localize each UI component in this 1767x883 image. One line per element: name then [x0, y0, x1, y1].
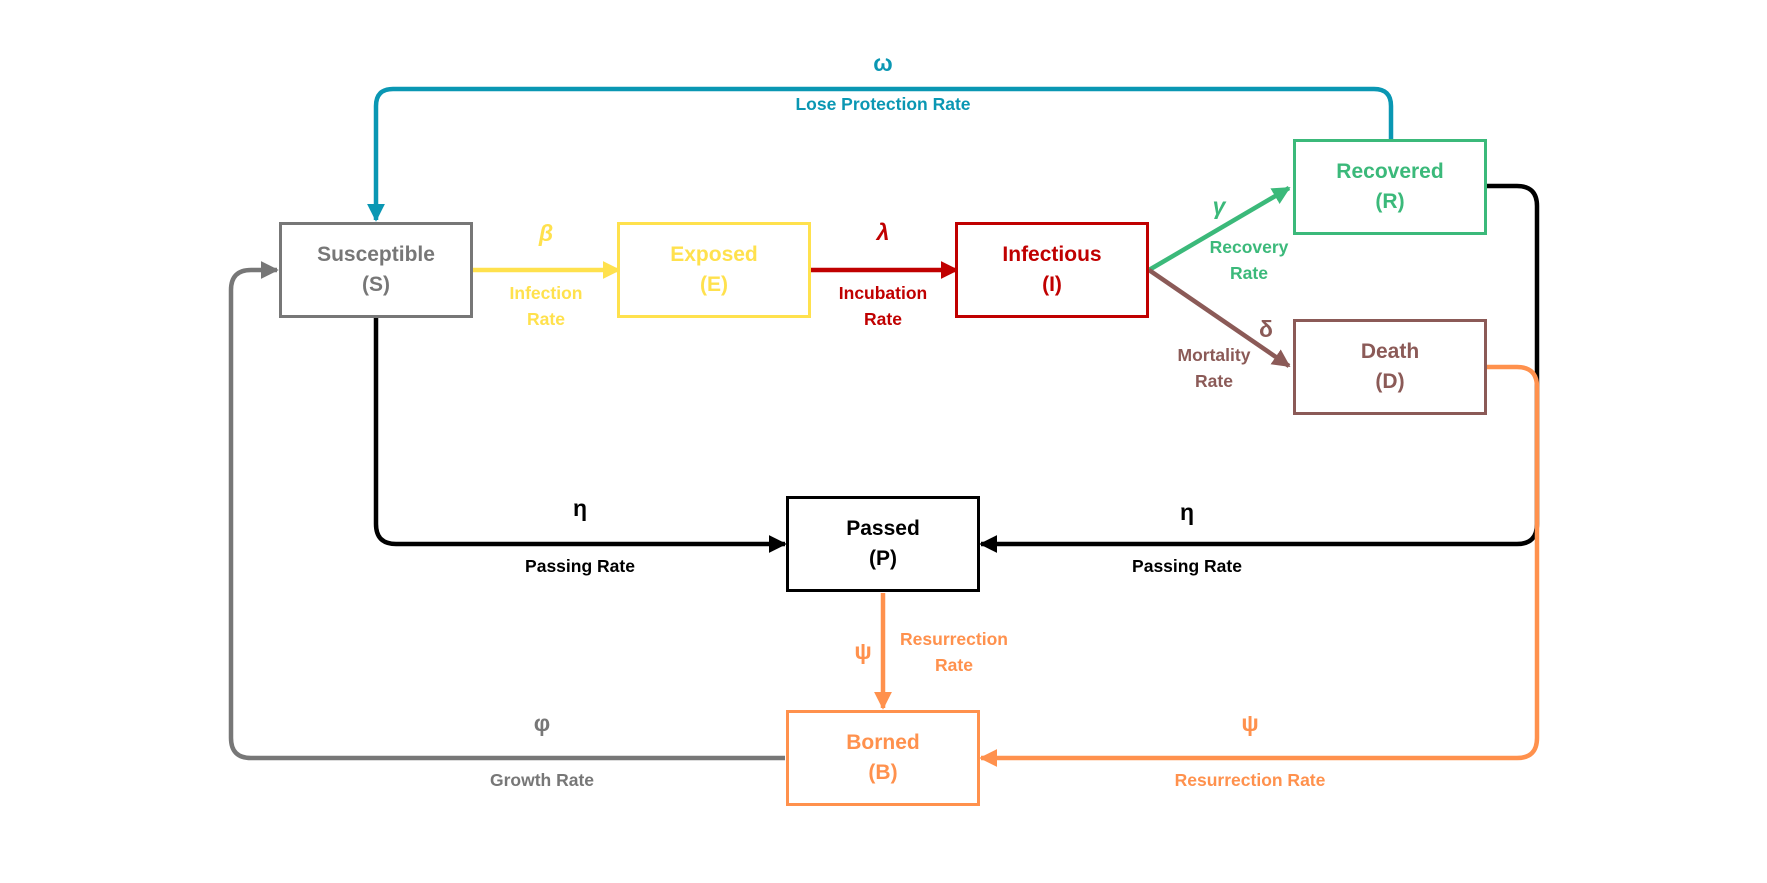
arrow-growth	[228, 261, 785, 761]
arrow-mortality	[1147, 268, 1291, 368]
passing-right-symbol: η	[1179, 499, 1195, 525]
rate-line2: Rate	[527, 309, 565, 329]
resurrection-right-rate-label: Resurrection Rate	[1174, 770, 1326, 790]
node-abbr: (D)	[1375, 370, 1405, 393]
rate-line2: Rate	[1195, 371, 1233, 391]
node-abbr: (R)	[1375, 190, 1405, 213]
node-exposed: Exposed (E)	[617, 222, 811, 318]
arrow-passing-left	[373, 318, 787, 553]
node-name: Death	[1360, 340, 1420, 363]
node-name: Infectious	[1002, 243, 1102, 266]
incubation-symbol: λ	[876, 219, 890, 245]
resurrection-down-rate-label: Resurrection Rate	[900, 626, 1008, 678]
node-passed: Passed (P)	[786, 496, 980, 592]
node-name: Borned	[846, 731, 920, 754]
growth-rate-label: Growth Rate	[489, 770, 595, 790]
lose-protection-symbol: ω	[873, 50, 893, 76]
incubation-rate-label: Incubation Rate	[839, 280, 927, 332]
arrow-passing-right	[979, 183, 1540, 553]
node-name: Exposed	[670, 243, 758, 266]
rate-line2: Rate	[864, 309, 902, 329]
arrow-recovery	[1147, 186, 1291, 272]
resurrection-down-symbol: ψ	[854, 638, 872, 664]
mortality-rate-label: Mortality Rate	[1178, 342, 1251, 394]
passing-left-rate-label: Passing Rate	[525, 556, 635, 576]
node-abbr: (E)	[700, 273, 728, 296]
node-recovered: Recovered (R)	[1293, 139, 1487, 235]
rate-line2: Rate	[1230, 263, 1268, 283]
resurrection-right-symbol: ψ	[1241, 710, 1259, 736]
node-abbr: (I)	[1042, 273, 1062, 296]
node-name: Susceptible	[317, 243, 435, 266]
recovery-rate-label: Recovery Rate	[1210, 234, 1289, 286]
node-name: Passed	[846, 517, 920, 540]
arrow-resurrection-right	[979, 364, 1540, 767]
passing-left-symbol: η	[572, 495, 588, 521]
passing-right-rate-label: Passing Rate	[1132, 556, 1242, 576]
node-name: Recovered	[1336, 160, 1444, 183]
rate-line1: Resurrection	[900, 629, 1008, 649]
recovery-symbol: γ	[1212, 193, 1226, 219]
node-infectious: Infectious (I)	[955, 222, 1149, 318]
arrow-lose-protection	[367, 86, 1394, 222]
node-death: Death (D)	[1293, 319, 1487, 415]
node-abbr: (B)	[868, 761, 898, 784]
rate-line1: Recovery	[1209, 237, 1289, 257]
node-abbr: (S)	[362, 273, 390, 296]
node-susceptible: Susceptible (S)	[279, 222, 473, 318]
node-borned: Borned (B)	[786, 710, 980, 806]
node-abbr: (P)	[869, 547, 897, 570]
lose-protection-rate-label: Lose Protection Rate	[795, 94, 971, 114]
mortality-symbol: δ	[1259, 316, 1273, 342]
rate-line1: Infection	[509, 283, 583, 303]
rate-line1: Incubation	[838, 283, 928, 303]
rate-line1: Mortality	[1177, 345, 1251, 365]
infection-symbol: β	[538, 220, 554, 246]
growth-symbol: φ	[533, 710, 551, 736]
infection-rate-label: Infection Rate	[510, 280, 583, 332]
rate-line2: Rate	[935, 655, 973, 675]
